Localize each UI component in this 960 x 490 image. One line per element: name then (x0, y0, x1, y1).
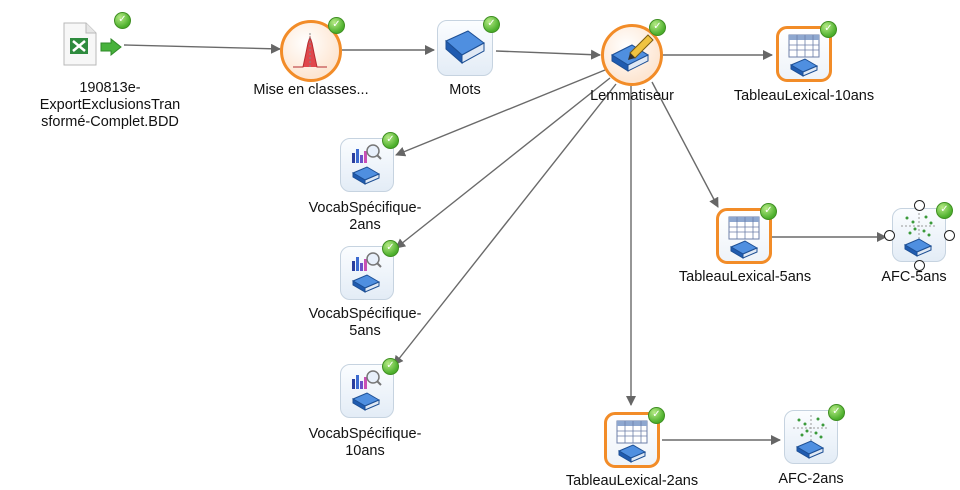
table-book-icon (604, 412, 660, 468)
label-line-2: 10ans (345, 443, 385, 459)
edge-lemmatiseur-to-vocab10[interactable] (393, 83, 617, 366)
status-ok-icon: ✓ (649, 19, 666, 36)
edge-source-to-mise[interactable] (123, 43, 281, 54)
node-vocab-5ans-label: VocabSpécifique- 5ans (285, 306, 445, 340)
node-tableau-2ans-label: TableauLexical-2ans (565, 473, 699, 489)
status-ok-icon: ✓ (328, 17, 345, 34)
label-line-1: VocabSpécifique- (308, 200, 422, 216)
selection-handle-left[interactable] (884, 230, 895, 241)
status-ok-icon: ✓ (936, 202, 953, 219)
node-tableau-10ans[interactable]: ✓ (776, 21, 837, 82)
scatter-plot-icon (784, 410, 838, 464)
selection-handle-top[interactable] (914, 200, 925, 211)
label-line-1: VocabSpécifique- (308, 306, 422, 322)
status-ok-icon: ✓ (382, 240, 399, 257)
node-afc-5ans[interactable]: ✓ (884, 200, 955, 271)
spreadsheet-file-icon (62, 22, 98, 66)
node-mise-en-classes-label: Mise en classes... (253, 82, 369, 98)
label-line-3: sformé-Complet.BDD (41, 114, 179, 130)
status-ok-icon: ✓ (483, 16, 500, 33)
status-ok-icon: ✓ (114, 12, 131, 29)
edge-lemmatiseur-to-vocab5[interactable] (395, 77, 611, 249)
status-ok-icon: ✓ (820, 21, 837, 38)
node-tableau-2ans[interactable]: ✓ (604, 407, 665, 468)
node-mots[interactable]: ✓ (437, 16, 500, 76)
edge-lemmatiseur-to-tableau5[interactable] (651, 81, 719, 208)
node-afc-2ans[interactable]: ✓ (784, 404, 845, 464)
node-tableau-5ans[interactable]: ✓ (716, 203, 777, 264)
status-ok-icon: ✓ (382, 358, 399, 375)
node-source-file-label: 190813e- ExportExclusionsTran sformé-Com… (20, 80, 200, 131)
status-ok-icon: ✓ (760, 203, 777, 220)
edge-mots-to-lemmatiseur[interactable] (495, 49, 601, 60)
label-line-2: 2ans (349, 217, 381, 233)
label-line-2: ExportExclusionsTran (39, 97, 181, 113)
output-arrow-icon (100, 37, 122, 61)
scatter-plot-icon (892, 208, 946, 262)
node-lemmatiseur[interactable]: ✓ (601, 19, 666, 86)
node-vocab-5ans[interactable]: ✓ (340, 240, 399, 300)
label-line-1: VocabSpécifique- (308, 426, 422, 442)
node-mots-label: Mots (449, 82, 481, 98)
node-lemmatiseur-label: Lemmatiseur (590, 88, 674, 104)
node-vocab-2ans[interactable]: ✓ (340, 132, 399, 192)
node-vocab-10ans-label: VocabSpécifique- 10ans (285, 426, 445, 460)
label-line-1: 190813e- (79, 80, 141, 96)
node-source-file[interactable]: ✓ (62, 12, 132, 74)
node-tableau-10ans-label: TableauLexical-10ans (733, 88, 875, 104)
edge-lemmatiseur-to-vocab2[interactable] (395, 69, 606, 157)
status-ok-icon: ✓ (648, 407, 665, 424)
selection-handle-right[interactable] (944, 230, 955, 241)
node-tableau-5ans-label: TableauLexical-5ans (678, 269, 812, 285)
status-ok-icon: ✓ (382, 132, 399, 149)
node-vocab-10ans[interactable]: ✓ (340, 358, 399, 418)
status-ok-icon: ✓ (828, 404, 845, 421)
node-vocab-2ans-label: VocabSpécifique- 2ans (285, 200, 445, 234)
node-mise-en-classes[interactable]: ✓ (280, 17, 345, 82)
selection-handle-bottom[interactable] (914, 260, 925, 271)
node-afc-5ans-label: AFC-5ans (881, 269, 947, 285)
node-afc-2ans-label: AFC-2ans (778, 471, 844, 487)
label-line-2: 5ans (349, 323, 381, 339)
